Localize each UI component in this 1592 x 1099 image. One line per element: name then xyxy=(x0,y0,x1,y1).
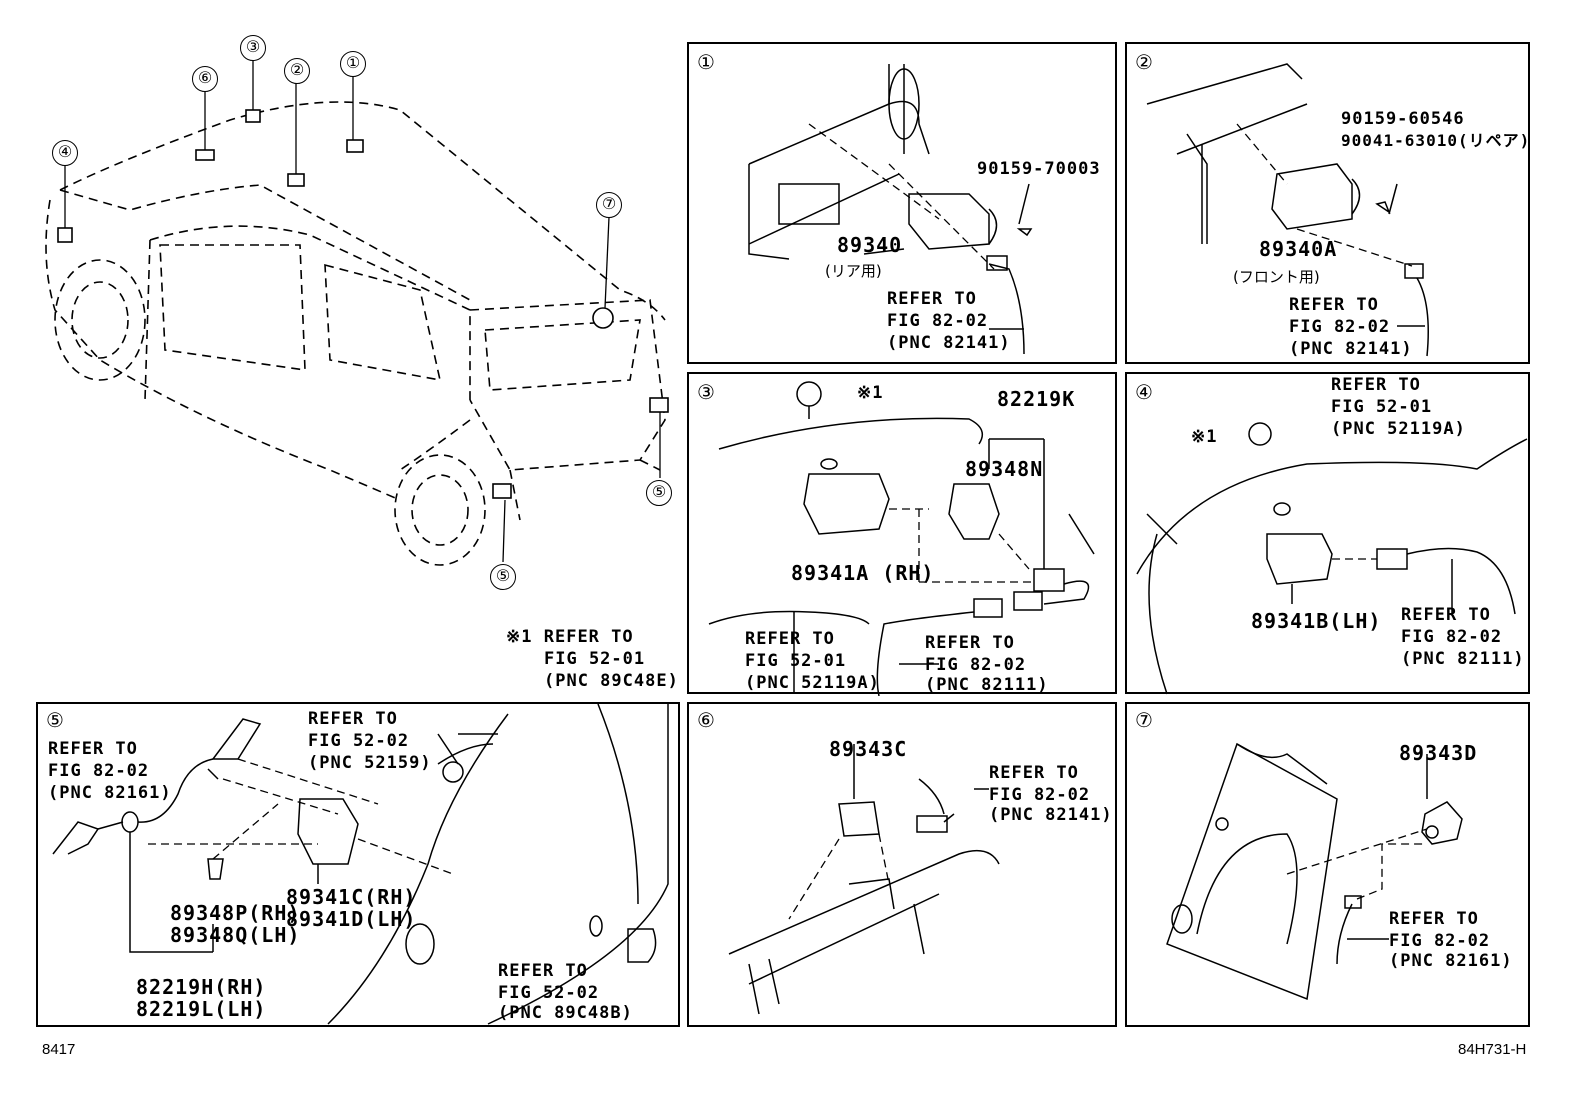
panel-7-drawing xyxy=(1166,742,1463,1001)
p1-refer-line3: (PNC 82141) xyxy=(887,333,1011,353)
callout-4: ④ xyxy=(52,140,78,166)
panel-3-number: ③ xyxy=(697,380,715,404)
panel-4-drawing xyxy=(1136,422,1528,695)
p4-refer-top-line3: (PNC 52119A) xyxy=(1331,419,1466,439)
part-82219K: 82219K xyxy=(997,387,1076,411)
part-89340: 89340 xyxy=(837,233,903,257)
panel-4: ④ ※1 REFER TO FIG 52-01 (PNC 52119A) 893… xyxy=(1125,372,1530,695)
p1-refer-line2: FIG 82-02 xyxy=(887,311,989,331)
p5-refer-c-line2: FIG 52-02 xyxy=(498,983,600,1003)
panel-3: ③ ※1 82219K 89348N 89341A (RH) REFER TO … xyxy=(687,372,1117,696)
note-mark: ※1 xyxy=(506,627,533,647)
p5-refer-a-line2: FIG 82-02 xyxy=(48,761,150,781)
part-89340-sub: (リア用) xyxy=(825,262,882,280)
panel-6: ⑥ 89343C REFER TO FIG 82-02 (PNC 82141) xyxy=(687,702,1117,1027)
panel-2: ② 90159-60546 90041-63010(リペア) 89340A (フ… xyxy=(1125,42,1530,364)
panel-3-drawing xyxy=(708,381,1095,696)
p6-refer-line2: FIG 82-02 xyxy=(989,785,1091,805)
panel-7: ⑦ 89343D REFER TO FIG 82-02 (PNC 82161) xyxy=(1125,702,1530,1027)
overview-note-fig: FIG 52-01 xyxy=(544,649,646,669)
p4-refer-top-line1: REFER TO xyxy=(1331,375,1421,395)
panel-1-drawing xyxy=(748,64,1033,355)
part-90159-60546: 90159-60546 xyxy=(1341,109,1465,129)
panel-5-number: ⑤ xyxy=(46,708,64,732)
part-89341D-LH: 89341D(LH) xyxy=(286,907,417,931)
vehicle-overview-drawing xyxy=(45,60,669,566)
callout-5-left: ⑤ xyxy=(490,564,516,590)
callout-6: ⑥ xyxy=(192,66,218,92)
overview-note-pnc: (PNC 89C48E) xyxy=(544,671,679,691)
part-90159-70003: 90159-70003 xyxy=(977,159,1101,179)
part-89348N: 89348N xyxy=(965,457,1044,481)
p5-refer-a-line3: (PNC 82161) xyxy=(48,783,172,803)
p4-refer-b-line3: (PNC 82111) xyxy=(1401,649,1525,669)
p3-refer-b-line2: FIG 82-02 xyxy=(925,655,1027,675)
part-89343D: 89343D xyxy=(1399,741,1478,765)
overview-note: ※1 REFER TO xyxy=(506,626,634,648)
p3-refer-a-line2: FIG 52-01 xyxy=(745,651,847,671)
footer-right-code: 84H731-H xyxy=(1458,1041,1527,1058)
part-90041-63010: 90041-63010(リペア) xyxy=(1341,131,1531,150)
p3-refer-b-line3: (PNC 82111) xyxy=(925,675,1049,695)
panel-7-number: ⑦ xyxy=(1135,708,1153,732)
panel-6-number: ⑥ xyxy=(697,708,715,732)
p5-refer-c-line3: (PNC 89C48B) xyxy=(498,1003,633,1023)
panel-5: ⑤ REFER TO FIG 82-02 (PNC 82161) REFER T… xyxy=(36,702,680,1027)
p7-refer-line1: REFER TO xyxy=(1389,909,1479,929)
p5-refer-b-line1: REFER TO xyxy=(308,709,398,729)
panel-2-number: ② xyxy=(1135,50,1153,74)
p4-note-mark: ※1 xyxy=(1191,427,1218,447)
part-82219H-RH: 82219H(RH) xyxy=(136,975,267,999)
p2-refer-line3: (PNC 82141) xyxy=(1289,339,1413,359)
p4-refer-b-line2: FIG 82-02 xyxy=(1401,627,1503,647)
p3-refer-a-line1: REFER TO xyxy=(745,629,835,649)
refer-line: REFER TO xyxy=(543,627,634,647)
p4-refer-b-line1: REFER TO xyxy=(1401,605,1491,625)
part-82219L-LH: 82219L(LH) xyxy=(136,997,267,1021)
p4-refer-top-line2: FIG 52-01 xyxy=(1331,397,1433,417)
part-89348P-RH: 89348P(RH) xyxy=(170,901,301,925)
p3-refer-b-line1: REFER TO xyxy=(925,633,1015,653)
part-89340A: 89340A xyxy=(1259,237,1338,261)
callout-3: ③ xyxy=(240,35,266,61)
callout-1: ① xyxy=(340,51,366,77)
part-89341A-RH: 89341A (RH) xyxy=(791,561,935,585)
panel-2-drawing xyxy=(1146,63,1429,357)
panel-5-drawing xyxy=(52,704,669,1025)
part-89341B-LH: 89341B(LH) xyxy=(1251,609,1382,633)
p5-refer-b-line2: FIG 52-02 xyxy=(308,731,410,751)
panel-1-number: ① xyxy=(697,50,715,74)
p5-refer-a-line1: REFER TO xyxy=(48,739,138,759)
part-89343C: 89343C xyxy=(829,737,908,761)
p5-refer-c-line1: REFER TO xyxy=(498,961,588,981)
part-89341C-RH: 89341C(RH) xyxy=(286,885,417,909)
p1-refer-line1: REFER TO xyxy=(887,289,977,309)
p3-note-mark: ※1 xyxy=(857,383,884,403)
p3-refer-a-line3: (PNC 52119A) xyxy=(745,673,880,693)
p6-refer-line3: (PNC 82141) xyxy=(989,805,1113,825)
callout-7: ⑦ xyxy=(596,192,622,218)
panel-6-drawing xyxy=(728,744,1000,1015)
callout-5-right: ⑤ xyxy=(646,480,672,506)
p6-refer-line1: REFER TO xyxy=(989,763,1079,783)
panel-1: ① 90159-70003 89340 (リア用) REFER TO FIG 8… xyxy=(687,42,1117,364)
p2-refer-line2: FIG 82-02 xyxy=(1289,317,1391,337)
part-89340A-sub: (フロント用) xyxy=(1233,268,1320,286)
p7-refer-line3: (PNC 82161) xyxy=(1389,951,1513,971)
callout-2: ② xyxy=(284,58,310,84)
p7-refer-line2: FIG 82-02 xyxy=(1389,931,1491,951)
part-89348Q-LH: 89348Q(LH) xyxy=(170,923,301,947)
p2-refer-line1: REFER TO xyxy=(1289,295,1379,315)
p5-refer-b-line3: (PNC 52159) xyxy=(308,753,432,773)
panel-4-number: ④ xyxy=(1135,380,1153,404)
footer-left-code: 8417 xyxy=(42,1041,76,1058)
